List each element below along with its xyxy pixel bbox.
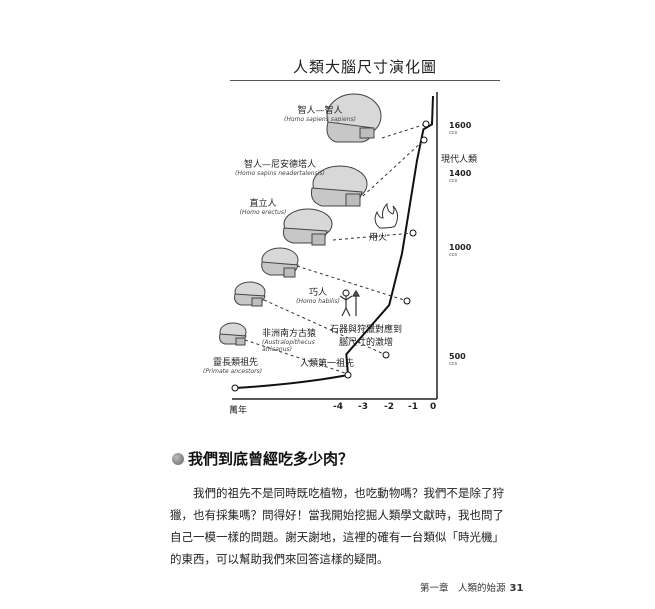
- skull-neanderthal-icon: [311, 165, 368, 207]
- skull-erectus-icon: [282, 208, 333, 246]
- connector-australopithecus: [263, 299, 387, 356]
- label-tools-line1: 石器與狩獵對應到: [329, 325, 402, 335]
- label-erectus: 直立人 (Homo erectus): [238, 196, 288, 216]
- y-tick-unit: ccs: [449, 361, 458, 367]
- y-tick-unit: ccs: [449, 130, 458, 136]
- marker-australopithecus: [382, 351, 390, 359]
- connector-primate: [244, 339, 349, 375]
- marker-neanderthal: [420, 136, 428, 144]
- connector-habilis: [296, 265, 408, 302]
- y-tick-500: 500 ccs: [449, 352, 466, 367]
- skull-illustrations: [219, 93, 382, 346]
- skull-habilis-icon: [261, 247, 299, 278]
- label-first-ancestor: 人類第一祖先: [300, 359, 355, 369]
- y-tick-value: 1400: [449, 169, 472, 178]
- brain-size-curve: [234, 95, 434, 389]
- label-erectus-cn: 直立人: [249, 199, 277, 209]
- label-habilis-en: (Homo habilis): [296, 298, 340, 305]
- section-heading: 我們到底曾經吃多少肉？: [188, 450, 354, 468]
- connector-erectus: [332, 232, 414, 241]
- y-tick-1000: 1000 ccs: [449, 243, 471, 258]
- chapter-title: 第一章 人類的始源: [420, 583, 506, 594]
- skull-australopithecus-icon: [234, 281, 266, 307]
- figure-title: 人類大腦尺寸演化圖: [292, 58, 437, 76]
- marker-first-ancestor: [344, 371, 352, 379]
- label-primate: 靈長類祖先 (Primate ancestors): [203, 355, 273, 375]
- marker-primate: [231, 384, 239, 392]
- label-tools: 石器與狩獵對應到 腦尺寸的激增: [326, 322, 406, 348]
- title-rule: [230, 80, 500, 81]
- brain-size-chart: [219, 92, 438, 400]
- marker-erectus: [409, 229, 417, 237]
- x-axis-unit: 萬年: [229, 406, 248, 416]
- marker-habilis: [403, 297, 411, 305]
- label-tools-line2: 腦尺寸的激增: [338, 338, 393, 348]
- label-sapiens: 智人—智人 (Homo sapiens sapiens): [280, 103, 360, 123]
- y-tick-1600: 1600 ccs: [449, 121, 471, 136]
- label-habilis-cn: 巧人: [308, 288, 327, 298]
- y-tick-unit: ccs: [449, 178, 458, 184]
- connector-lines: [244, 123, 427, 375]
- label-sapiens-en: (Homo sapiens sapiens): [284, 116, 356, 123]
- label-neanderthal-cn: 智人—尼安德塔人: [243, 160, 316, 170]
- fire-icon: [374, 202, 399, 229]
- body-text: 我們的祖先不是同時既吃植物，也吃動物嗎？我們不是除了狩獵，也有採集嗎？問得好！當…: [170, 482, 504, 570]
- body-paragraph: 我們的祖先不是同時既吃植物，也吃動物嗎？我們不是除了狩獵，也有採集嗎？問得好！當…: [170, 486, 504, 566]
- label-neanderthal: 智人—尼安德塔人 (Homo sapins neadertalensis): [230, 157, 330, 177]
- curve-markers: [231, 120, 430, 392]
- label-australopithecus-en2: africanus): [262, 346, 292, 353]
- x-tick-minus-2: -2: [384, 402, 394, 412]
- label-australopithecus-en1: (Australopithecus: [262, 339, 315, 346]
- label-primate-cn: 靈長類祖先: [213, 358, 259, 368]
- label-sapiens-cn: 智人—智人: [297, 106, 343, 116]
- x-tick-minus-4: -4: [333, 402, 343, 412]
- connector-sapiens: [381, 123, 427, 139]
- y-tick-value: 500: [449, 352, 466, 361]
- connector-neanderthal: [362, 139, 425, 197]
- x-tick-minus-3: -3: [358, 402, 368, 412]
- skull-primate-icon: [219, 322, 247, 346]
- label-erectus-en: (Homo erectus): [239, 209, 287, 216]
- page-number: 31: [509, 583, 524, 594]
- y-tick-1400: 1400 ccs: [449, 169, 471, 184]
- skull-sapiens-icon: [326, 93, 382, 143]
- label-modern-human: 現代人類: [441, 155, 478, 165]
- marker-sapiens: [422, 120, 430, 128]
- section-bullet-icon: [172, 453, 184, 465]
- y-tick-unit: ccs: [449, 252, 458, 258]
- y-tick-value: 1600: [449, 121, 472, 130]
- label-primate-en: (Primate ancestors): [203, 368, 263, 375]
- x-tick-0: 0: [430, 402, 437, 412]
- label-fire: 用火: [369, 233, 388, 243]
- x-tick-minus-1: -1: [408, 402, 418, 412]
- label-australopithecus: 非洲南方古猿 (Australopithecus africanus): [262, 326, 332, 353]
- stone-tool-hunter-icon: [339, 289, 361, 317]
- label-neanderthal-en: (Homo sapins neadertalensis): [235, 170, 325, 177]
- y-tick-value: 1000: [449, 243, 472, 252]
- label-australopithecus-cn: 非洲南方古猿: [262, 329, 317, 339]
- label-habilis: 巧人 (Homo habilis): [288, 285, 348, 305]
